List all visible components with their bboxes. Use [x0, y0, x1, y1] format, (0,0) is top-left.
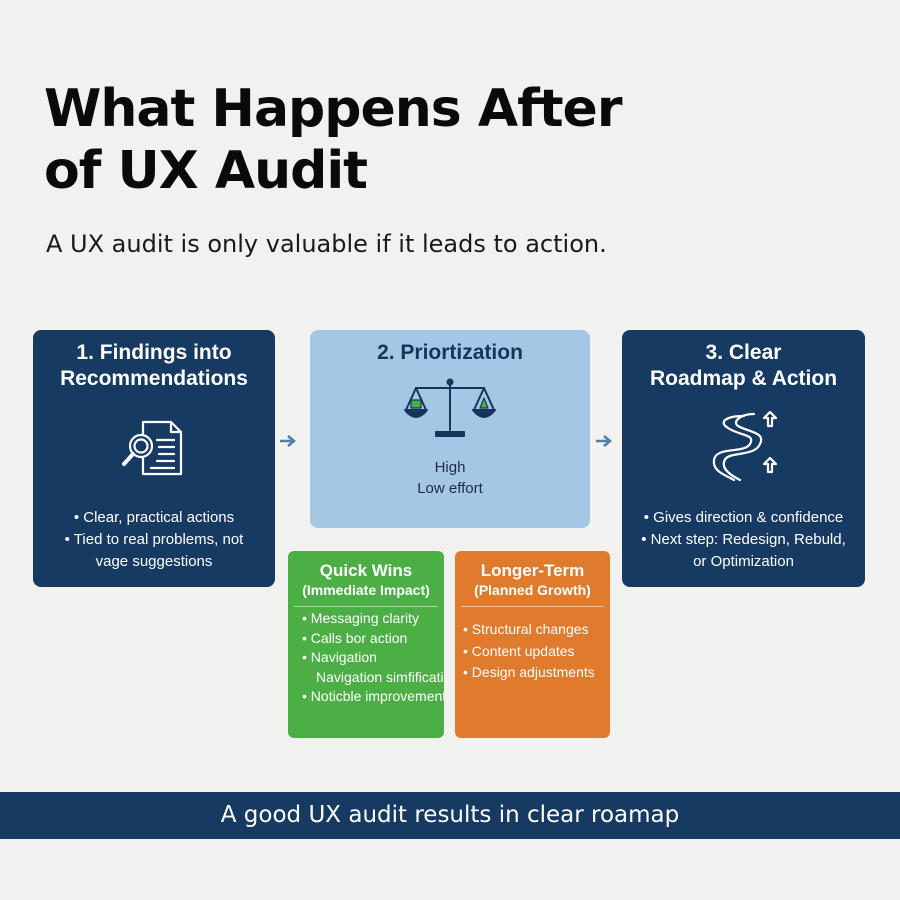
step-roadmap-title: 3. Clear Roadmap & Action: [622, 340, 865, 392]
footer-banner: A good UX audit results in clear roamap: [0, 792, 900, 839]
quick-wins-subtitle: (Immediate Impact): [302, 582, 430, 598]
list-item: • Navigation: [302, 649, 377, 665]
list-item: vage suggestions: [95, 553, 213, 570]
longer-term-card: Longer-Term (Planned Growth) • Structura…: [455, 551, 610, 738]
page-title: What Happens After of UX Audit: [44, 78, 684, 202]
list-item: • Tied to real problems, not: [64, 531, 244, 548]
divider: [294, 606, 438, 607]
prioritization-line-2: Low effort: [417, 480, 483, 497]
step-findings-card: 1. Findings into Recommendations • Clear…: [33, 330, 275, 587]
document-magnifier-icon: [119, 418, 189, 485]
step-roadmap-bullets: • Gives direction & confidence • Next st…: [622, 507, 865, 573]
list-item: • Structural changes: [463, 621, 589, 637]
quick-wins-bullets: • Messaging clarity • Calls bor action •…: [302, 609, 444, 707]
step-findings-title-line-2: Recommendations: [60, 367, 248, 390]
list-item: • Noticble improvements: [302, 688, 444, 704]
list-item: • Design adjustments: [463, 664, 595, 680]
list-item: • Next step: Redesign, Rebuld,: [641, 531, 846, 548]
divider: [461, 606, 604, 607]
step-roadmap-title-line-2: Roadmap & Action: [649, 367, 838, 390]
step-roadmap-title-line-1: 3. Clear: [705, 341, 782, 364]
arrow-right-icon: [595, 434, 615, 452]
step-findings-title: 1. Findings into Recommendations: [33, 340, 275, 392]
step-findings-title-line-1: 1. Findings into: [76, 341, 232, 364]
longer-term-title: Longer-Term: [480, 561, 585, 580]
list-item: • Calls bor action: [302, 629, 408, 646]
prioritization-line-1: High: [434, 459, 466, 476]
longer-term-subtitle: (Planned Growth): [474, 582, 591, 598]
title-line-1: What Happens After: [44, 79, 622, 139]
quick-wins-card: Quick Wins (Immediate Impact) • Messagin…: [288, 551, 444, 738]
step-roadmap-card: 3. Clear Roadmap & Action • Gives direct…: [622, 330, 865, 587]
arrow-right-icon: [279, 434, 299, 452]
longer-term-bullets: • Structural changes • Content updates •…: [463, 619, 610, 684]
list-item: • Clear, practical actions: [73, 509, 235, 526]
list-item: or Optimization: [693, 553, 794, 570]
balance-scale-icon: [402, 376, 498, 445]
quick-wins-title: Quick Wins: [319, 561, 413, 580]
list-item: Navigation simfification: [316, 668, 444, 685]
list-item: • Content updates: [463, 642, 575, 659]
step-findings-bullets: • Clear, practical actions • Tied to rea…: [33, 507, 275, 573]
prioritization-lines: High Low effort: [310, 457, 590, 499]
winding-road-icon: [704, 406, 784, 489]
list-item: • Messaging clarity: [302, 610, 419, 626]
step-prioritization-card: 2. Priortization High Low effort: [310, 330, 590, 528]
list-item: • Gives direction & confidence: [643, 509, 844, 526]
title-line-2: of UX Audit: [44, 141, 368, 201]
page-subtitle: A UX audit is only valuable if it leads …: [46, 230, 607, 258]
step-prioritization-title: 2. Priortization: [377, 341, 523, 364]
